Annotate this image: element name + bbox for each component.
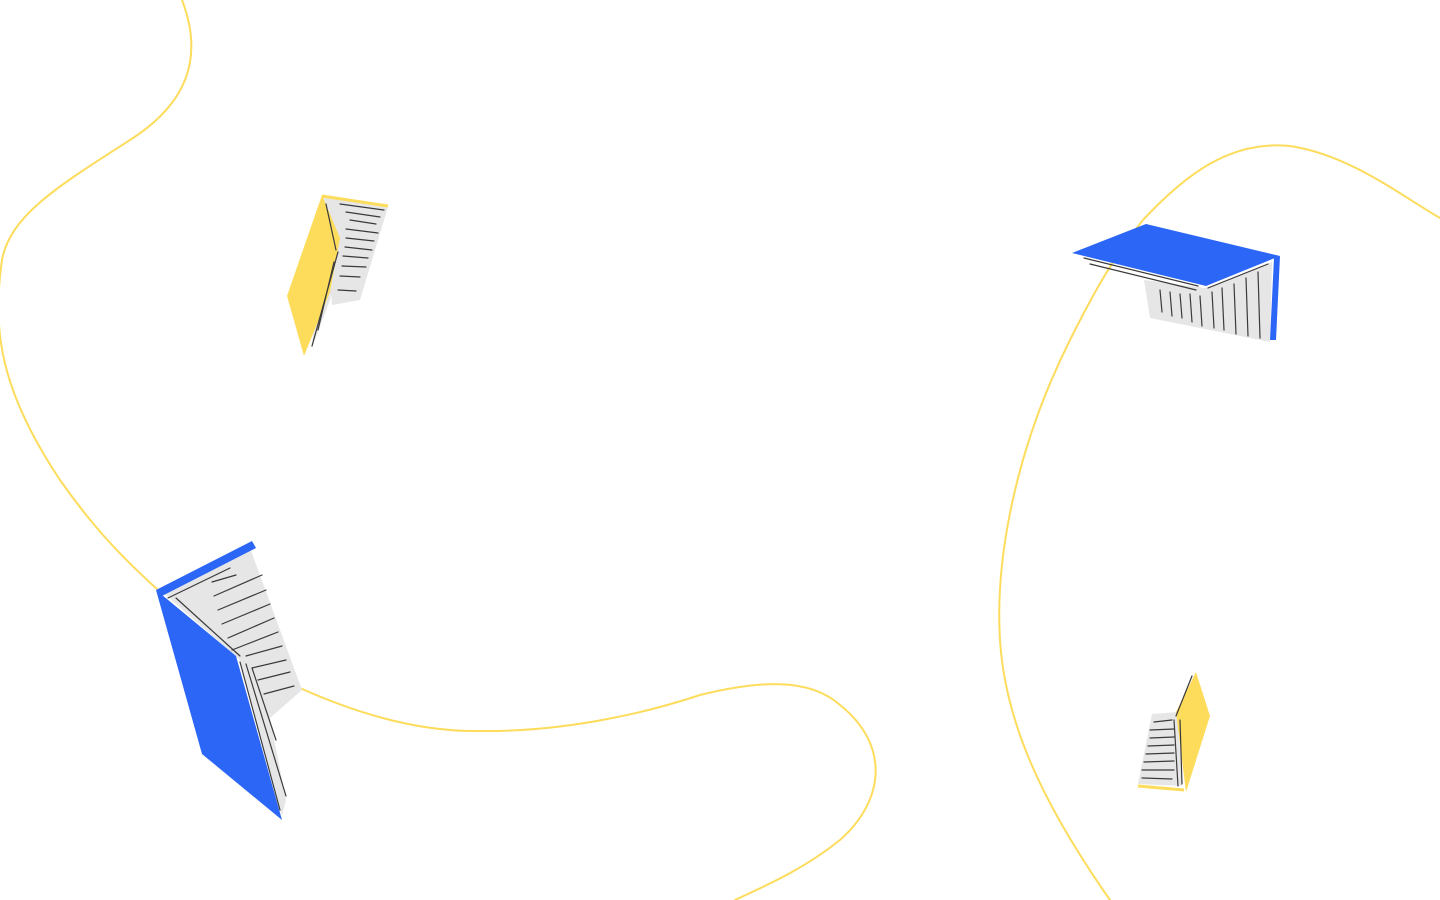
book-cover-blue [1072, 224, 1280, 286]
open-book-icon [1137, 672, 1210, 792]
open-book-icon [287, 194, 389, 356]
book-cover-yellow [1176, 672, 1210, 792]
decorative-curve-right [998, 144, 1440, 900]
book-text-lines [1141, 675, 1193, 787]
book-text-lines [167, 567, 295, 811]
book-text-lines [1083, 257, 1269, 339]
book-text-lines [311, 203, 385, 347]
open-book-icon [156, 541, 302, 820]
decorative-curve-left [0, 0, 193, 591]
book-cover-blue [156, 590, 282, 820]
decorative-curve-bottom [299, 683, 877, 900]
open-book-icon [1072, 224, 1280, 342]
book-cover-yellow [287, 195, 340, 356]
